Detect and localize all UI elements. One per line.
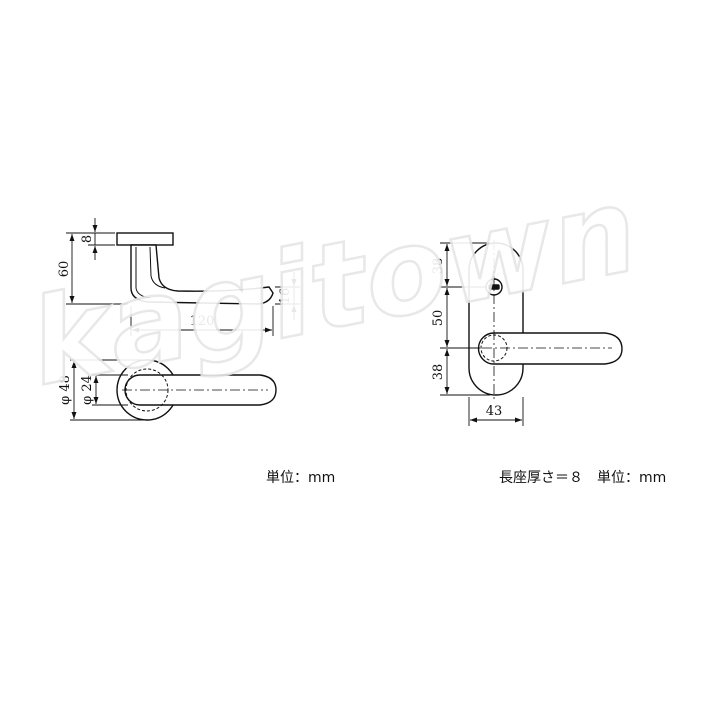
- dim-upper-offset: 38: [431, 258, 446, 275]
- dim-rose-diameter: φ 48: [58, 375, 73, 405]
- front-view: [468, 240, 623, 400]
- dim-boss-diameter: φ 24: [80, 375, 95, 405]
- lever-front: [477, 332, 623, 365]
- dim-lever-end-height: 16: [278, 288, 293, 305]
- side-view: [116, 232, 274, 305]
- left-unit-caption: 単位：mm: [266, 470, 336, 486]
- dim-lever-length: 120: [190, 314, 215, 329]
- lever-body: [130, 244, 274, 305]
- rose-plate: [116, 232, 174, 246]
- watermark: kagitown: [19, 160, 648, 413]
- plan-view: [116, 359, 277, 421]
- dim-plate-width: 43: [486, 404, 503, 419]
- dim-lower-offset: 38: [431, 364, 446, 381]
- dim-total-height: 60: [57, 261, 72, 278]
- dim-plate-thickness: 8: [80, 235, 95, 243]
- right-thickness-unit-caption: 長座厚さ＝８ 単位：mm: [499, 470, 667, 486]
- front-view-dimensions: [440, 242, 524, 426]
- dim-center-distance: 50: [431, 310, 446, 327]
- plan-view-dimensions: [70, 359, 145, 421]
- side-view-dimensions: [66, 218, 300, 336]
